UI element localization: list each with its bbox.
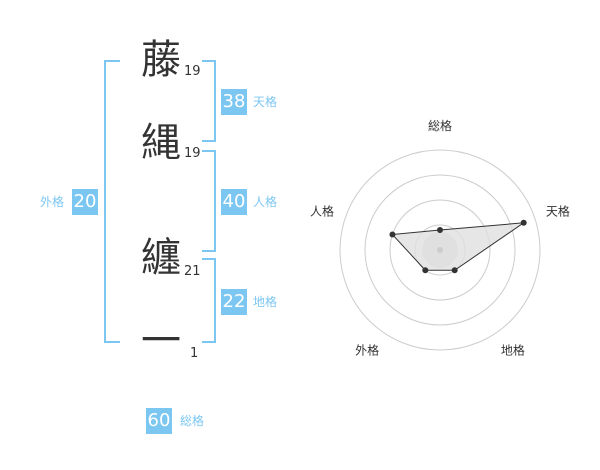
chikaku-score: 22	[221, 289, 247, 315]
radar-point-5	[389, 231, 396, 238]
name-char-2: 縄	[141, 120, 181, 166]
soukaku-label: 総格	[180, 414, 205, 428]
radar-ring-2	[389, 199, 491, 301]
gaikaku-score: 20	[72, 189, 98, 215]
radar-ring-3	[364, 174, 516, 326]
chikaku-label: 地格	[253, 295, 278, 309]
stroke-count-1: 19	[184, 64, 201, 79]
stroke-count-2: 19	[184, 146, 201, 161]
radar-series-polygon	[391, 222, 526, 271]
stroke-count-4: 1	[190, 346, 199, 361]
radar-axis-label-5: 人格	[310, 204, 334, 219]
chikaku-bracket	[202, 258, 216, 343]
tenkaku-score: 38	[221, 89, 247, 115]
radar-ring-4	[339, 149, 541, 351]
gaikaku-bracket	[104, 60, 120, 343]
tenkaku-label: 天格	[253, 95, 278, 109]
soukaku-score: 60	[146, 408, 172, 434]
radar-point-2	[520, 219, 527, 226]
radar-axis-label-1: 総格	[428, 118, 452, 133]
stroke-count-3: 21	[184, 264, 201, 279]
radar-axis-label-3: 地格	[501, 342, 525, 357]
name-char-3: 纏	[141, 235, 181, 281]
jinkaku-label: 人格	[253, 195, 278, 209]
radar-axis-label-2: 天格	[546, 204, 570, 219]
radar-axis-label-4: 外格	[355, 342, 379, 357]
jinkaku-bracket	[202, 150, 216, 252]
radar-point-4	[422, 267, 429, 274]
name-char-4: 一	[141, 318, 181, 364]
radar-center-dot	[437, 247, 443, 253]
name-char-1: 藤	[141, 37, 181, 83]
gaikaku-label: 外格	[40, 195, 65, 209]
radar-point-3	[451, 267, 458, 274]
tenkaku-bracket	[202, 60, 216, 142]
radar-point-1	[437, 227, 443, 233]
jinkaku-score: 40	[221, 189, 247, 215]
